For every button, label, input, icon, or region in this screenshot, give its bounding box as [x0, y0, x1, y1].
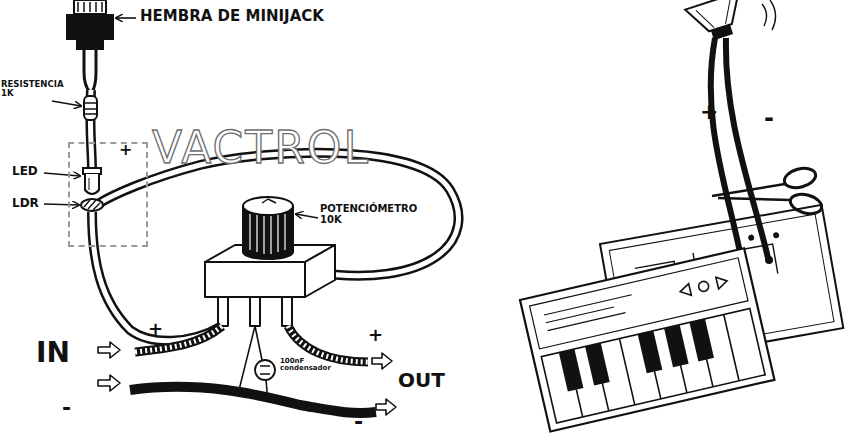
ldr-symbol [81, 199, 103, 211]
sound-lines [762, 0, 776, 30]
keyboard [638, 331, 663, 374]
potentiometer-symbol [250, 214, 285, 254]
keyboard [679, 284, 691, 298]
leader-arrow [296, 214, 318, 218]
led-symbol [83, 168, 101, 194]
speaker-cable [765, 256, 773, 264]
polarity-sign: - [764, 106, 780, 131]
cable [92, 212, 222, 341]
signal-name: OUT [398, 370, 468, 391]
wire [130, 326, 376, 413]
wire [130, 387, 376, 413]
minijack-female [74, 0, 106, 14]
resistor-symbol [84, 96, 97, 120]
circuit-board [748, 234, 755, 241]
led-symbol [85, 174, 99, 194]
signal-arrow [98, 342, 120, 358]
capacitor-symbol [255, 360, 275, 380]
polarity-sign: - [62, 396, 78, 419]
speaker [711, 25, 733, 41]
potentiometer-symbol [243, 197, 293, 215]
cable [84, 50, 459, 341]
signal-name: IN [36, 338, 86, 367]
keyboard [541, 309, 765, 423]
wire [288, 326, 368, 362]
keyboard [559, 349, 584, 392]
part-label: LDR [12, 197, 52, 210]
polarity-sign: + [148, 320, 164, 339]
ldr-symbol [81, 199, 103, 211]
scissors [712, 165, 824, 217]
leader-arrow [116, 17, 136, 19]
part-label: 100nF condensador [280, 358, 342, 373]
minijack-female [76, 40, 104, 50]
keyboard [664, 325, 689, 368]
leader-arrow [44, 204, 79, 205]
leader-arrow [52, 101, 81, 106]
signal-arrow [372, 353, 392, 369]
component-title: VACTROL [152, 122, 370, 173]
scissors [782, 165, 818, 191]
polarity-sign: - [354, 410, 370, 433]
led-symbol [83, 168, 101, 174]
capacitor-symbol [260, 366, 270, 374]
keyboard [567, 315, 739, 417]
part-label: HEMBRA DE MINIJACK [140, 9, 360, 25]
minijack-female [66, 14, 114, 40]
keyboard [544, 295, 635, 331]
keyboard [520, 248, 774, 431]
circuit-board [773, 232, 780, 239]
keyboard [716, 275, 728, 289]
polarity-sign: + [119, 142, 135, 159]
cable [84, 50, 90, 92]
potentiometer-symbol [305, 245, 335, 297]
led-symbol [89, 178, 90, 190]
cable [92, 212, 222, 341]
keyboard [520, 248, 774, 431]
leader-arrow [44, 173, 80, 176]
speaker [696, 0, 737, 31]
scissors [712, 184, 790, 200]
wire [255, 326, 262, 360]
speaker-cable [726, 38, 768, 258]
ldr-symbol [84, 200, 100, 210]
cable [92, 50, 96, 92]
resistor-symbol [84, 103, 97, 114]
resistor-symbol [84, 96, 97, 120]
wire [238, 326, 255, 394]
speaker-cable [711, 38, 773, 268]
signal-arrow [376, 399, 396, 415]
signal-arrow [98, 375, 120, 391]
part-label: LED [12, 165, 52, 178]
part-label: RESISTENCIA 1K [1, 80, 65, 98]
polarity-sign: + [368, 326, 384, 345]
minijack-female [78, 2, 102, 12]
keyboard [585, 343, 610, 386]
vactrol-box: VACTROL [68, 142, 148, 247]
polarity-sign: + [700, 100, 716, 123]
potentiometer-symbol [205, 197, 335, 326]
signal-arrow [98, 342, 396, 415]
capacitor-symbol [255, 360, 275, 380]
minijack-female [66, 0, 114, 50]
scissors [788, 191, 824, 217]
wire [288, 326, 368, 362]
keyboard [689, 319, 714, 362]
keyboard [698, 280, 710, 292]
part-label: POTENCIÓMETRO 10K [320, 204, 416, 225]
potentiometer-symbol [262, 199, 276, 203]
wire [266, 380, 268, 402]
potentiometer-symbol [205, 262, 305, 297]
